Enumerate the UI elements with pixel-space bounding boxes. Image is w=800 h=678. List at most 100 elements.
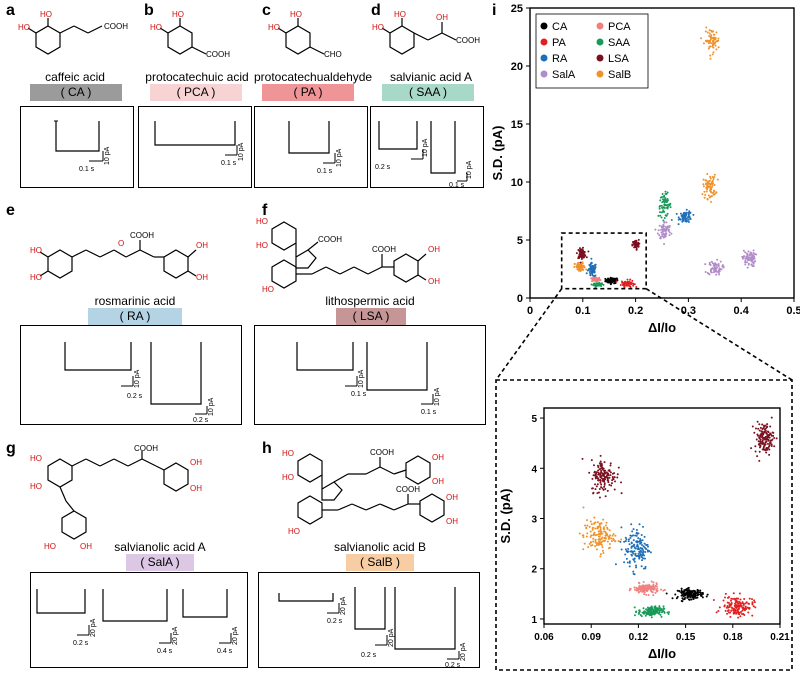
data-point-pca (652, 581, 655, 584)
data-point-salb (575, 265, 578, 268)
data-point-pa (730, 597, 733, 600)
data-point-saa (638, 611, 641, 614)
data-point-ra (635, 564, 638, 567)
data-point-salb (715, 31, 718, 34)
oh-label: HO (256, 217, 268, 226)
data-point-lsa (596, 483, 599, 486)
data-point-pca (595, 279, 598, 282)
data-point-ra (688, 216, 691, 219)
data-point-lsa (769, 441, 772, 444)
data-point-ra (642, 525, 645, 528)
data-point-sala (743, 255, 746, 258)
scale-current: 10 pA (358, 369, 365, 388)
data-point-lsa (597, 477, 600, 480)
abbr-badge-pa: ( PA ) (262, 84, 354, 101)
data-point-pa (627, 281, 630, 284)
oh-label: OH (446, 493, 458, 502)
data-point-lsa (766, 448, 769, 451)
data-point-salb (602, 551, 605, 554)
data-point-ca (688, 598, 691, 601)
data-point-sala (746, 258, 749, 261)
data-point-ra (641, 554, 644, 557)
data-point-salb (717, 39, 720, 42)
scale-time: 0.1 s (221, 160, 237, 167)
data-point-saa (658, 207, 661, 210)
data-point-ca (690, 590, 693, 593)
data-point-salb (577, 264, 580, 267)
data-point-salb (578, 266, 581, 269)
data-point-ra (640, 556, 643, 559)
oh-label: HO (172, 10, 184, 19)
data-point-ca (613, 282, 616, 285)
data-point-pca (594, 277, 597, 280)
data-point-salb (706, 172, 709, 175)
data-point-salb (585, 526, 588, 529)
data-point-lsa (605, 476, 608, 479)
data-point-ra (585, 272, 588, 275)
data-point-saa (649, 607, 652, 610)
y-tick-label: 5 (517, 235, 523, 247)
data-point-ra (630, 546, 633, 549)
data-point-salb (705, 26, 708, 29)
legend-label-lsa: LSA (608, 53, 629, 65)
data-point-ca (607, 281, 610, 284)
data-point-ra (640, 541, 643, 544)
scale-time: 0.1 s (449, 182, 465, 189)
data-point-salb (582, 536, 585, 539)
data-point-lsa (766, 430, 769, 433)
data-point-lsa (754, 450, 757, 453)
data-point-salb (591, 544, 594, 547)
data-point-pa (747, 602, 750, 605)
data-point-lsa (606, 489, 609, 492)
data-point-sala (744, 257, 747, 260)
data-point-ca (680, 587, 683, 590)
oh-label: HO (290, 10, 302, 19)
data-point-pa (733, 597, 736, 600)
data-point-lsa (631, 244, 634, 247)
data-point-pa (732, 592, 735, 595)
data-point-sala (711, 262, 714, 265)
data-point-pca (654, 591, 657, 594)
data-point-lsa (581, 457, 584, 460)
data-point-ca (665, 592, 668, 595)
data-point-lsa (758, 436, 761, 439)
data-point-pa (726, 605, 729, 608)
data-point-ra (641, 551, 644, 554)
data-point-salb (709, 177, 712, 180)
data-point-pa (735, 600, 738, 603)
group-label-2: COOH (372, 245, 396, 254)
data-point-sala (741, 257, 744, 260)
data-point-salb (603, 528, 606, 531)
data-point-salb (620, 538, 623, 541)
data-point-lsa (766, 438, 769, 441)
data-point-saa (667, 203, 670, 206)
data-point-lsa (601, 466, 604, 469)
scale-current: 10 pA (422, 138, 429, 157)
data-point-salb (589, 520, 592, 523)
data-point-sala (661, 229, 664, 232)
data-point-salb (709, 54, 712, 57)
data-point-salb (705, 183, 708, 186)
data-point-salb (711, 185, 714, 188)
structure-salvianolic-acid-a: HO HO COOH OH OH HO OH (30, 445, 202, 551)
data-point-ca (701, 596, 704, 599)
data-point-lsa (602, 480, 605, 483)
compound-name-saa: salvianic acid A (389, 70, 473, 84)
data-point-salb (607, 537, 610, 540)
data-point-pa (615, 280, 618, 283)
data-point-ra (636, 543, 639, 546)
data-point-ra (628, 565, 631, 568)
abbr-badge-ca: ( CA ) (30, 84, 122, 101)
data-point-pa (737, 612, 740, 615)
data-point-saa (660, 615, 663, 618)
data-point-sala (752, 256, 755, 259)
data-point-pa (734, 606, 737, 609)
data-point-sala (666, 225, 669, 228)
data-point-lsa (613, 488, 616, 491)
data-point-pca (650, 580, 653, 583)
data-point-lsa (769, 439, 772, 442)
scale-current: 10 pA (208, 397, 215, 416)
data-point-saa (639, 614, 642, 617)
data-point-salb (711, 53, 714, 56)
data-point-salb (716, 178, 719, 181)
